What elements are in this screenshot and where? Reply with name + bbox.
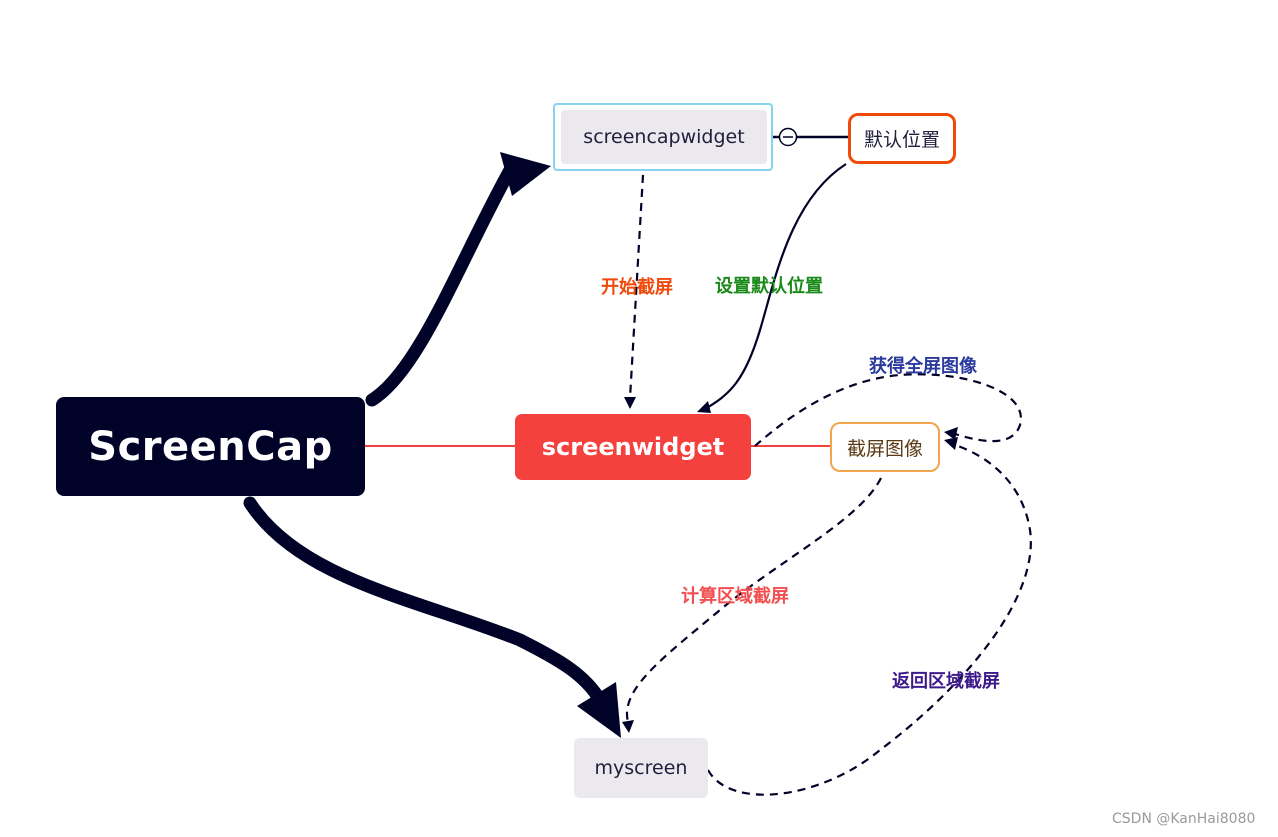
relation-return-line xyxy=(707,443,1032,796)
relation-label-compute-region-capture[interactable]: 计算区域截屏 xyxy=(681,586,789,607)
arrowhead-screencapwidget xyxy=(500,152,551,196)
relation-label-start-capture[interactable]: 开始截屏 xyxy=(601,277,673,298)
screenwidget-label: screenwidget xyxy=(541,433,725,461)
relation-set-default-arrow xyxy=(697,401,711,413)
capture-image-label: 截屏图像 xyxy=(846,437,923,460)
watermark: CSDN @KanHai8080 xyxy=(1112,811,1256,827)
relation-return-arrow xyxy=(944,437,958,450)
branch-root-to-screencapwidget xyxy=(365,163,517,407)
screencapwidget-node[interactable]: screencapwidget xyxy=(561,110,767,164)
myscreen-node[interactable]: myscreen xyxy=(574,738,708,798)
relation-fullscreen-line xyxy=(754,373,1023,447)
branch-root-to-myscreen xyxy=(243,496,607,707)
relation-set-default-line xyxy=(702,163,847,411)
relation-start-capture-line xyxy=(628,174,645,399)
myscreen-label: myscreen xyxy=(594,757,688,779)
root-node-label: ScreenCap xyxy=(88,423,333,470)
relation-start-capture-arrow xyxy=(624,397,636,409)
relation-compute-arrow xyxy=(622,720,634,733)
relation-label-return-region-capture[interactable]: 返回区域截屏 xyxy=(892,671,1000,692)
relation-fullscreen-arrow xyxy=(944,427,958,440)
default-position-node[interactable]: 默认位置 xyxy=(848,113,956,164)
arrowhead-myscreen xyxy=(577,682,621,738)
relation-label-set-default-position[interactable]: 设置默认位置 xyxy=(715,276,823,297)
relation-label-get-fullscreen-image[interactable]: 获得全屏图像 xyxy=(869,356,977,377)
capture-image-node[interactable]: 截屏图像 xyxy=(830,422,940,472)
root-node[interactable]: ScreenCap xyxy=(56,397,365,496)
screenwidget-node[interactable]: screenwidget xyxy=(515,414,751,480)
default-position-label: 默认位置 xyxy=(863,129,940,151)
screencapwidget-label: screencapwidget xyxy=(583,126,745,148)
relation-compute-line xyxy=(625,477,882,723)
